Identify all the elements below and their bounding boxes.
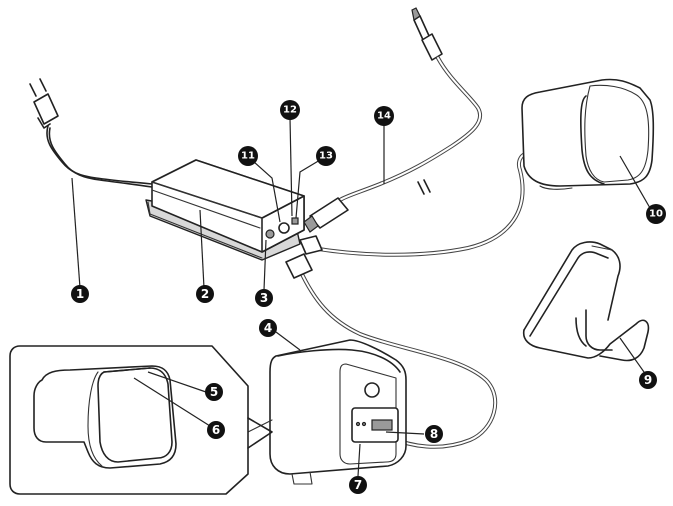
right-speaker-cable [312, 154, 530, 255]
callout-6: 6 [207, 421, 225, 439]
callout-4: 4 [259, 319, 277, 337]
callout-14: 14 [374, 106, 394, 126]
svg-text:11: 11 [241, 151, 255, 162]
svg-text:1: 1 [76, 287, 84, 301]
audio-input-cable [340, 58, 480, 200]
svg-text:9: 9 [644, 373, 652, 387]
audio-input-plug [412, 8, 442, 60]
callout-11: 11 [238, 146, 258, 166]
svg-text:12: 12 [283, 105, 297, 116]
svg-text:14: 14 [377, 111, 391, 122]
power-plug [30, 79, 58, 128]
detail-inset [10, 346, 272, 494]
svg-text:5: 5 [210, 385, 218, 399]
input-plug-connector [304, 198, 348, 232]
svg-text:8: 8 [430, 427, 438, 441]
power-cord [47, 126, 152, 184]
svg-text:10: 10 [649, 209, 663, 220]
callout-13: 13 [316, 146, 336, 166]
right-speaker [522, 79, 653, 189]
rear-knob [365, 383, 379, 397]
callout-3: 3 [255, 289, 273, 307]
rear-port [372, 420, 392, 430]
callout-2: 2 [196, 285, 214, 303]
svg-text:7: 7 [354, 478, 362, 492]
power-indicator [266, 230, 274, 238]
callout-5: 5 [205, 383, 223, 401]
speaker-stand [524, 242, 649, 361]
callout-1: 1 [71, 285, 89, 303]
callout-9: 9 [639, 371, 657, 389]
volume-knob[interactable] [279, 223, 289, 233]
headphone-jack[interactable] [292, 218, 298, 224]
svg-text:13: 13 [319, 151, 333, 162]
callout-10: 10 [646, 204, 666, 224]
callout-7: 7 [349, 476, 367, 494]
svg-text:3: 3 [260, 291, 268, 305]
svg-text:4: 4 [264, 321, 272, 335]
svg-text:2: 2 [201, 287, 209, 301]
amplifier-box [146, 160, 304, 260]
callout-8: 8 [425, 425, 443, 443]
svg-text:6: 6 [212, 423, 220, 437]
left-speaker [248, 340, 406, 484]
callout-12: 12 [280, 100, 300, 120]
